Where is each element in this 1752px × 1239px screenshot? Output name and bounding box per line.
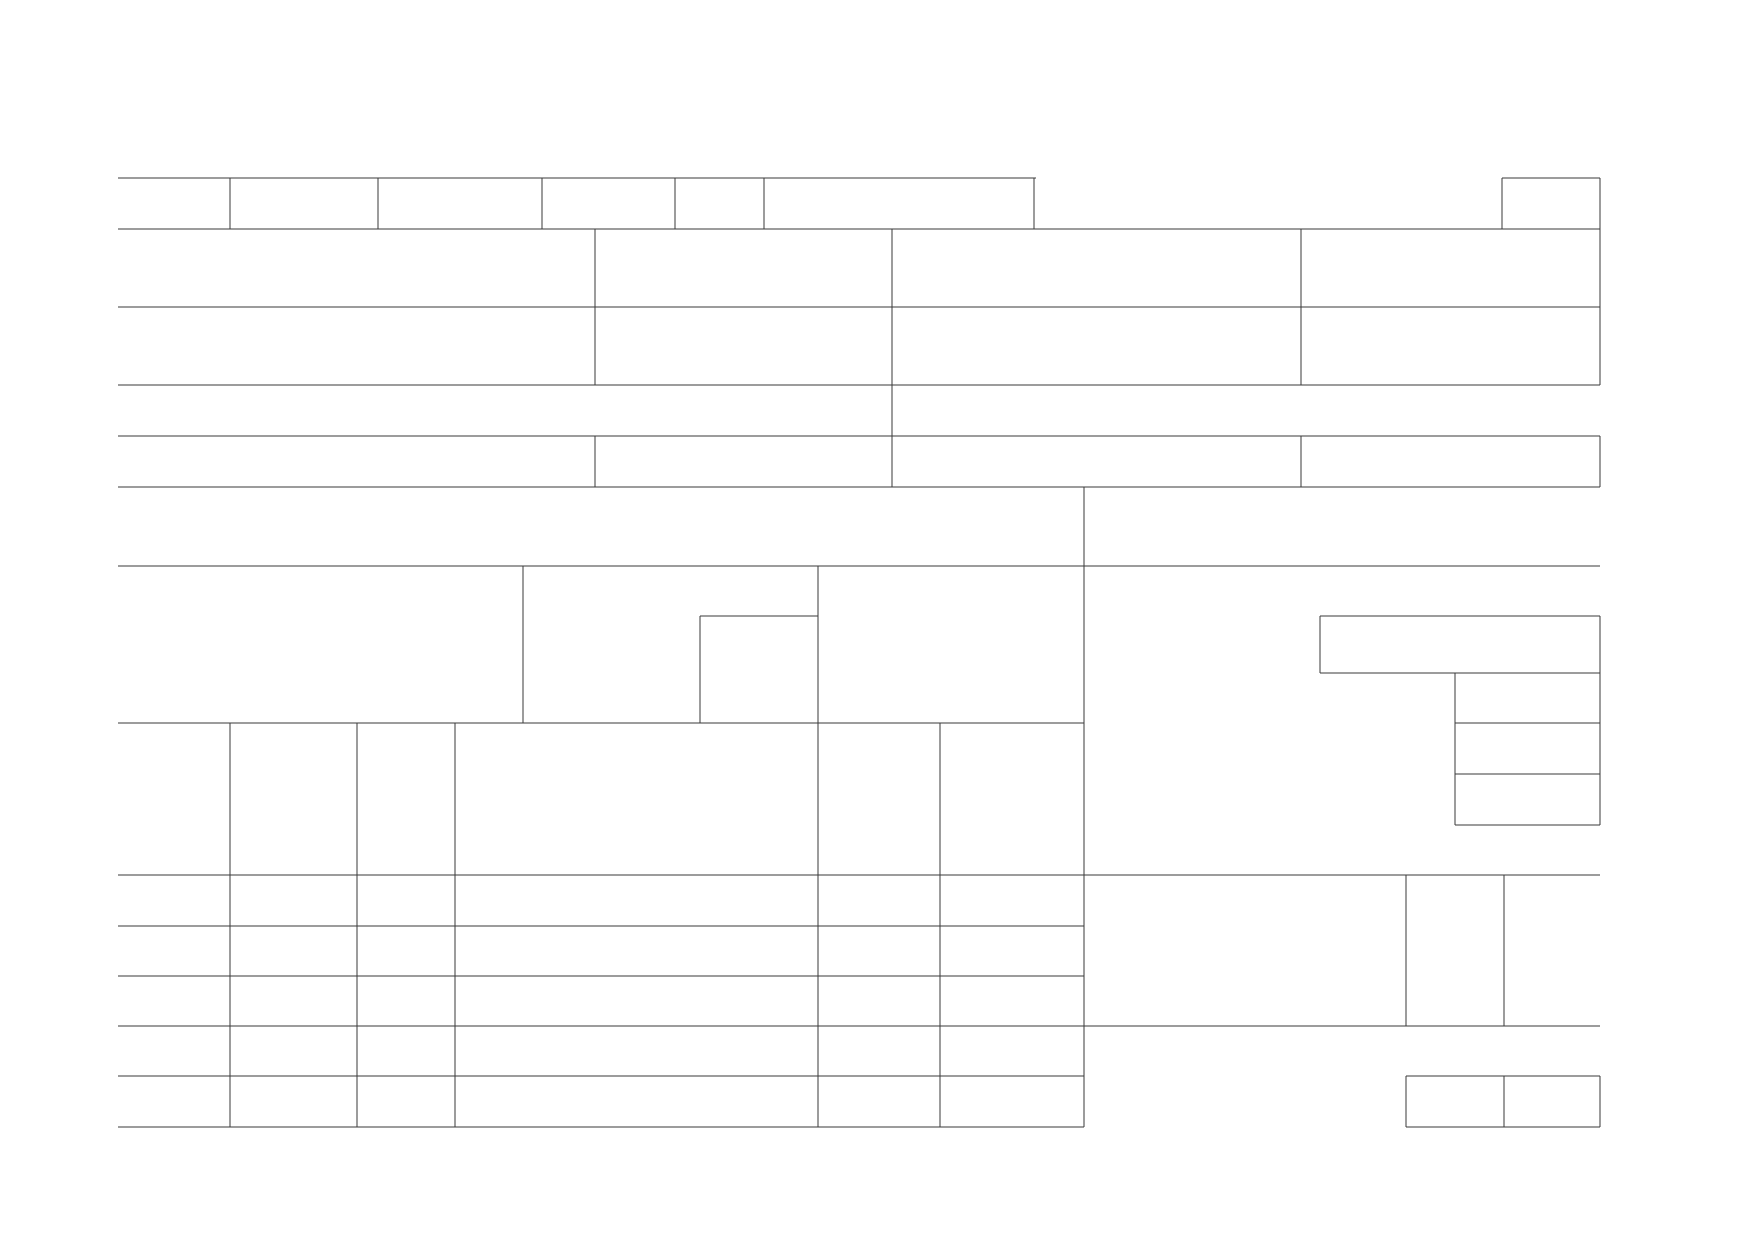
upper-info-block — [118, 228, 1601, 488]
right-nested-boxes — [1319, 615, 1601, 826]
header-row — [118, 177, 1601, 229]
middle-block — [118, 487, 1600, 1127]
lower-table — [118, 723, 1601, 1128]
